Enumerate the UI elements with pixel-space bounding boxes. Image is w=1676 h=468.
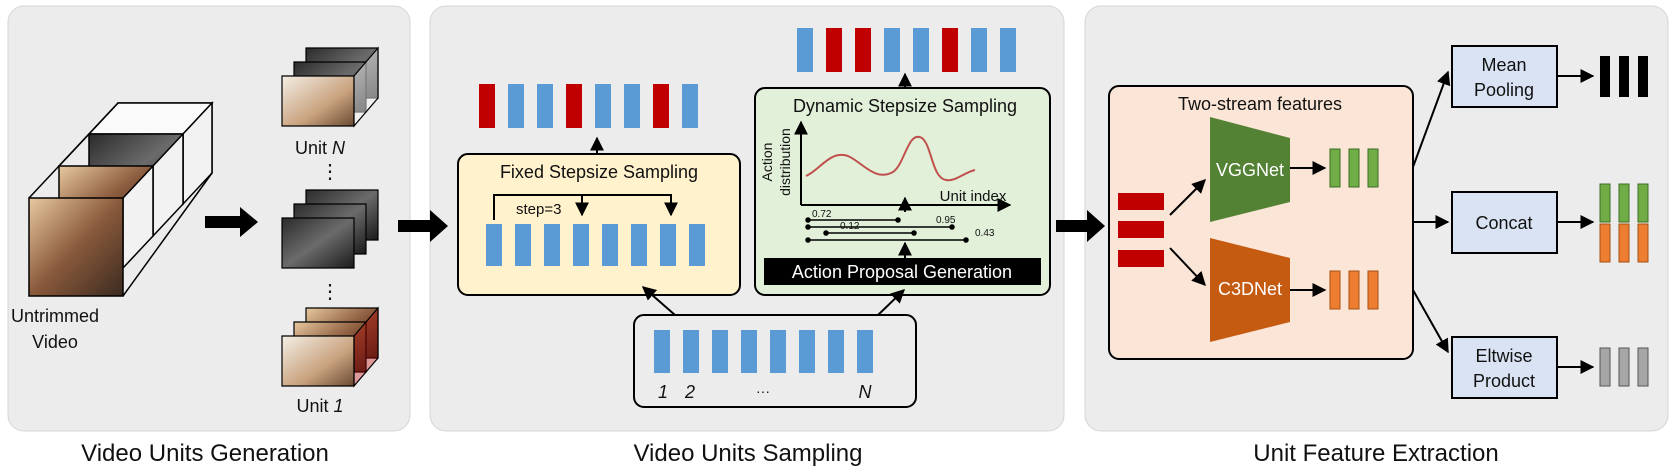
dynamic-output-bars (797, 28, 1016, 72)
untrimmed-label-line1: Untrimmed (11, 306, 99, 326)
section-title-generation: Video Units Generation (81, 440, 329, 467)
dynamic-output-bar-3 (855, 28, 871, 72)
proposal-score-1: 0.72 (812, 209, 832, 220)
fixed-unit-bar-2 (515, 224, 531, 266)
c3d-feature-bars (1329, 270, 1379, 310)
big-arrow-3 (1056, 210, 1105, 242)
distribution-curve (805, 135, 976, 182)
section-title-sampling: Video Units Sampling (633, 440, 862, 467)
mean-pooling-box (1451, 45, 1558, 108)
x-axis-label: Unit index (940, 188, 1007, 205)
eltwise-output (1599, 347, 1649, 387)
fixed-output-bar-6 (624, 84, 640, 128)
to-mean-pooling-arrow (1412, 70, 1451, 168)
action-proposal-generation-label: Action Proposal Generation (792, 262, 1012, 282)
input-index-2: 2 (684, 382, 695, 402)
to-c3d-arrow (1169, 247, 1206, 287)
big-arrow-1 (205, 207, 258, 237)
y-axis-label-2: distribution (777, 128, 793, 196)
section-title-extraction: Unit Feature Extraction (1253, 440, 1498, 467)
input-feature-bars (1118, 193, 1164, 267)
fixed-output-bar-5 (595, 84, 611, 128)
eltwise-label-2: Product (1473, 371, 1535, 391)
dynamic-output-bar-7 (971, 28, 987, 72)
dynamic-output-bar-6 (942, 28, 958, 72)
input-unit-bar-5 (770, 330, 786, 373)
input-unit-bars (654, 330, 873, 373)
vgg-feature-bars (1329, 148, 1379, 188)
fixed-unit-bar-3 (544, 224, 560, 266)
input-to-dynamic-arrow (877, 289, 906, 316)
fixed-output-bar-7 (653, 84, 669, 128)
concat-label: Concat (1475, 213, 1532, 233)
big-arrow-2 (398, 210, 448, 242)
input-unit-bar-8 (857, 330, 873, 373)
proposal-segments (805, 217, 969, 243)
unit-middle-stack (281, 189, 379, 269)
action-proposal-generation-button (764, 258, 1041, 285)
unit-1-label: Unit 1 (296, 396, 343, 416)
input-unit-bar-6 (799, 330, 815, 373)
fixed-unit-bar-1 (486, 224, 502, 266)
proposal-score-2: 0.12 (840, 221, 860, 232)
unit-1-stack (281, 306, 379, 388)
c3dnet-block (1210, 238, 1290, 342)
dynamic-output-bar-8 (1000, 28, 1016, 72)
fixed-output-bars (479, 84, 698, 128)
fixed-output-bar-4 (566, 84, 582, 128)
mean-pooling-output (1600, 56, 1648, 97)
concat-box (1451, 191, 1558, 254)
fixed-unit-bar-4 (573, 224, 589, 266)
input-index-n: N (859, 382, 873, 402)
ellipsis-upper: ⋮ (320, 161, 340, 183)
c3dnet-label: C3DNet (1218, 279, 1282, 299)
unit-n-label: Unit N (295, 138, 346, 158)
mean-pooling-label-2: Pooling (1474, 80, 1534, 100)
input-unit-bar-1 (654, 330, 670, 373)
proposal-score-4: 0.43 (975, 228, 995, 239)
vggnet-label: VGGNet (1216, 160, 1284, 180)
fixed-output-bar-1 (479, 84, 495, 128)
untrimmed-label-line2: Video (32, 332, 78, 352)
input-unit-bar-3 (712, 330, 728, 373)
y-axis-label-1: Action (759, 143, 775, 182)
untrimmed-video-stack (28, 101, 214, 297)
mean-pooling-label-1: Mean (1481, 55, 1526, 75)
fixed-stepsize-title: Fixed Stepsize Sampling (500, 162, 698, 182)
fixed-unit-bar-7 (660, 224, 676, 266)
to-vgg-arrow (1169, 179, 1206, 216)
dynamic-output-bar-2 (826, 28, 842, 72)
unit-n-stack (281, 46, 379, 128)
ellipsis-lower: ⋮ (320, 281, 340, 303)
to-eltwise-arrow (1412, 289, 1449, 354)
fixed-unit-bar-5 (602, 224, 618, 266)
fixed-output-bar-3 (537, 84, 553, 128)
proposal-score-3: 0.95 (936, 215, 956, 226)
dynamic-output-bar-5 (913, 28, 929, 72)
fixed-stepsize-bars (486, 224, 705, 266)
eltwise-box (1451, 336, 1558, 399)
fixed-unit-bar-6 (631, 224, 647, 266)
step-bracket-1 (493, 194, 589, 220)
input-index-1: 1 (658, 382, 668, 402)
dynamic-output-bar-4 (884, 28, 900, 72)
concat-output (1599, 183, 1649, 263)
input-ellipsis: ··· (756, 383, 770, 399)
input-to-fixed-arrow (641, 286, 676, 316)
fixed-output-bar-2 (508, 84, 524, 128)
fixed-unit-bar-8 (689, 224, 705, 266)
dynamic-output-bar-1 (797, 28, 813, 72)
input-unit-bar-4 (741, 330, 757, 373)
two-stream-title: Two-stream features (1178, 94, 1342, 114)
step-label: step=3 (516, 201, 561, 218)
dynamic-stepsize-title: Dynamic Stepsize Sampling (793, 96, 1017, 116)
eltwise-label-1: Eltwise (1475, 346, 1532, 366)
input-unit-bar-2 (683, 330, 699, 373)
input-unit-bar-7 (828, 330, 844, 373)
step-bracket-2 (582, 194, 678, 217)
vggnet-block (1210, 117, 1290, 222)
fixed-output-bar-8 (682, 84, 698, 128)
